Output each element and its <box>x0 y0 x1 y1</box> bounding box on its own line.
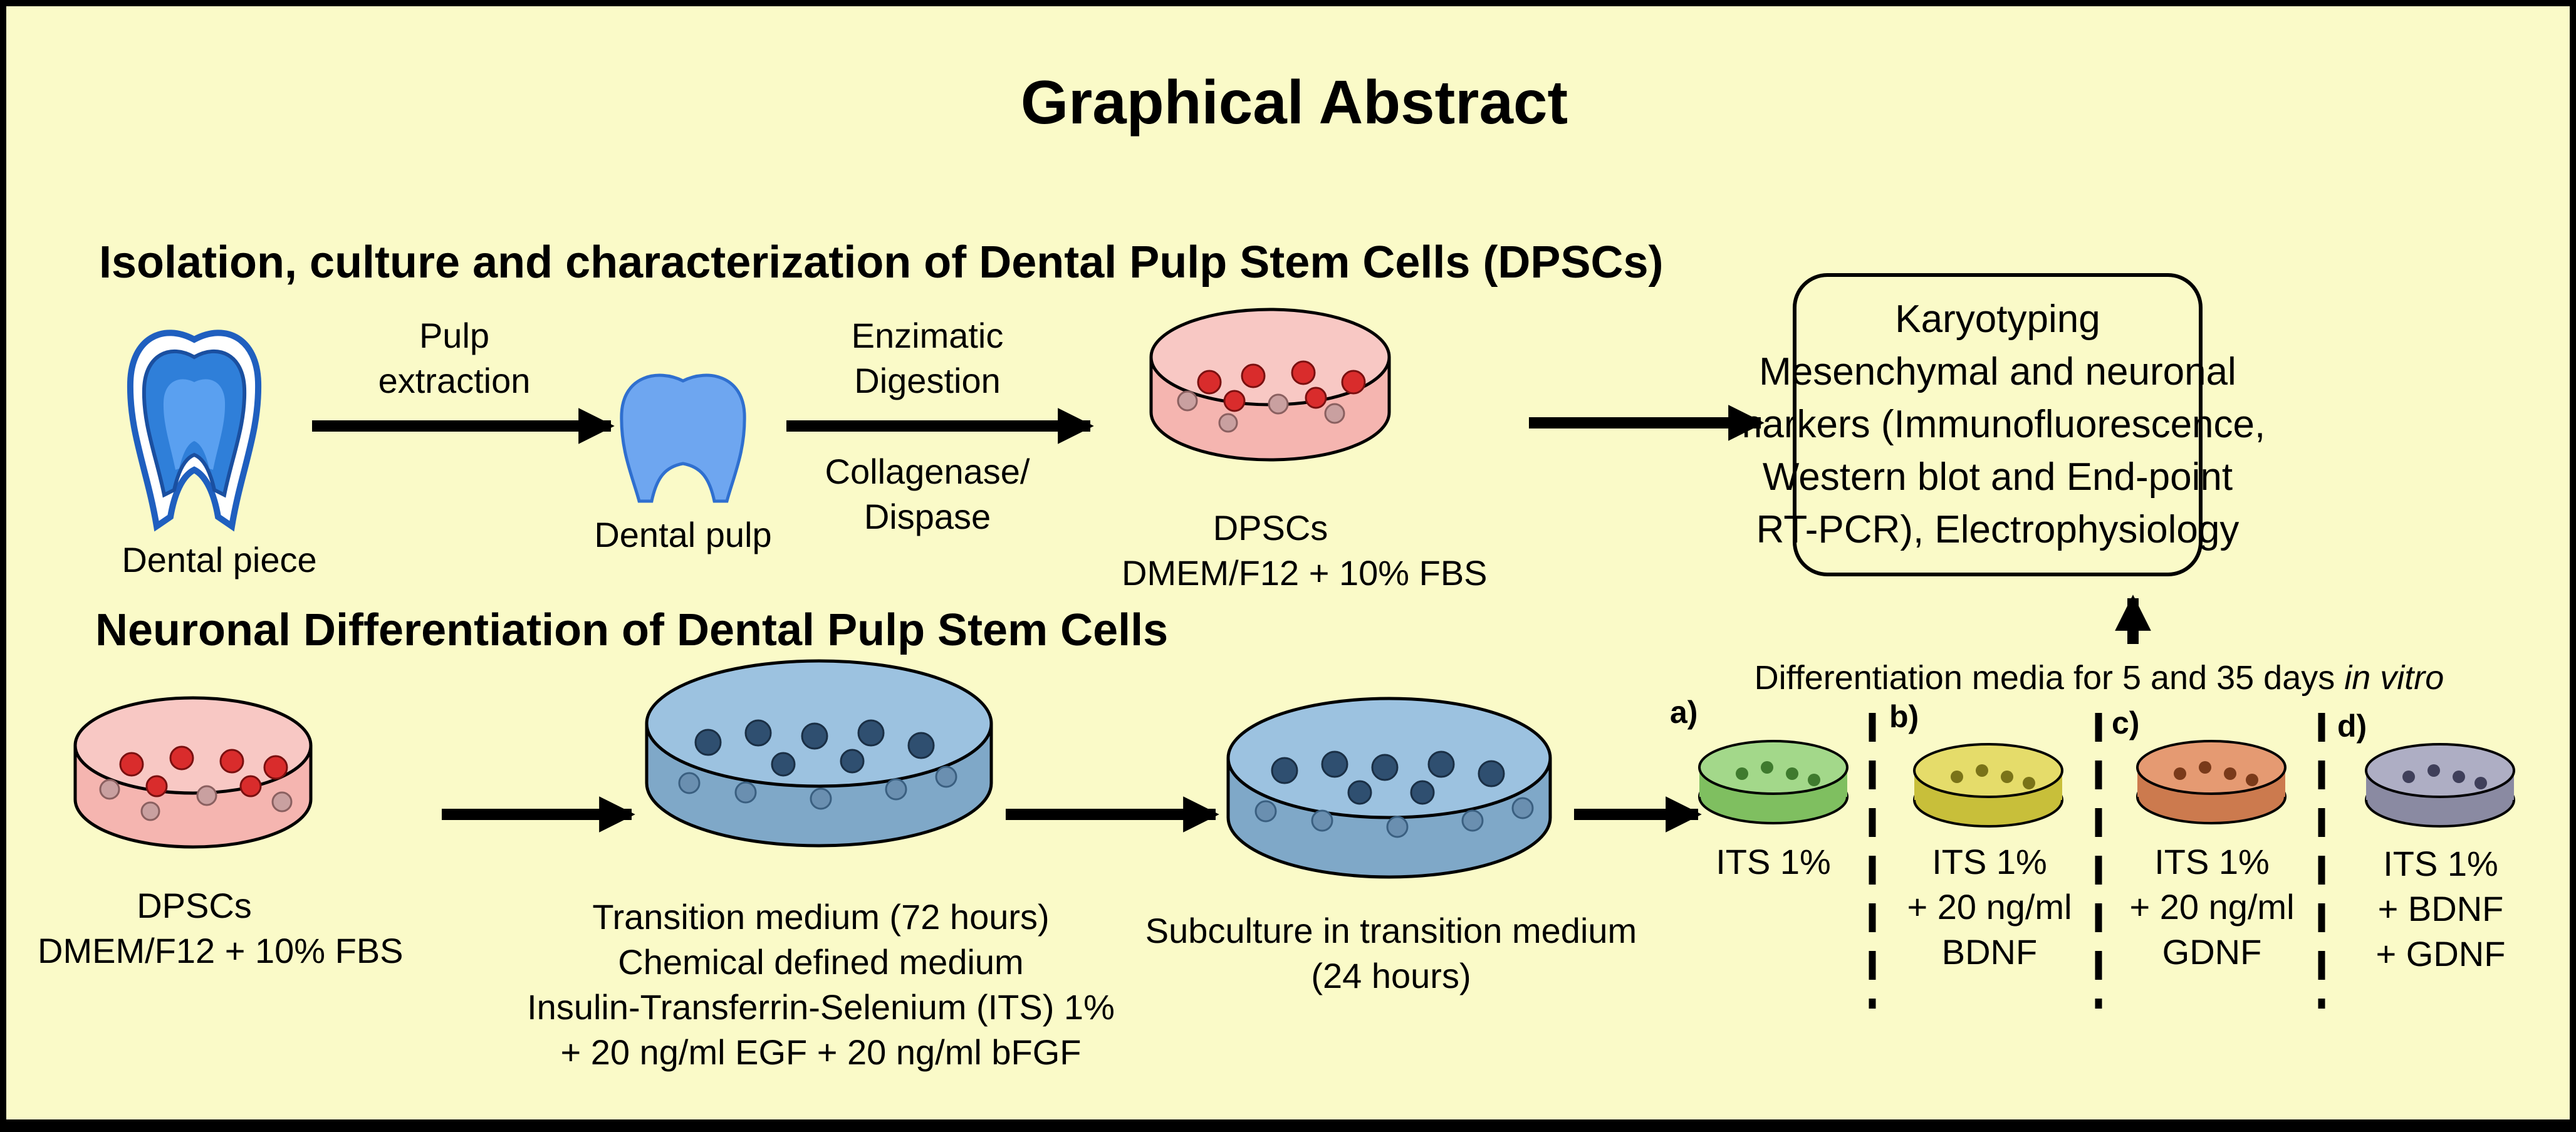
petri-dish-dpscs-bottom <box>73 696 313 849</box>
characterization-box: Karyotyping Mesenchymal and neuronal mar… <box>1730 273 2265 576</box>
diagram-graphics <box>73 308 2515 1009</box>
label-dental-pulp: Dental pulp <box>594 515 772 554</box>
media-dish-a <box>1698 740 1849 824</box>
characterization-line: markers (Immunofluorescence, <box>1729 403 2266 446</box>
label-transition-medium: Transition medium (72 hours) Chemical de… <box>527 897 1115 1072</box>
media-dish-d <box>2365 743 2515 828</box>
page-title: Graphical Abstract <box>1020 68 1568 137</box>
characterization-line: RT-PCR), Electrophysiology <box>1756 508 2240 551</box>
media-letter-b: b) <box>1889 699 1919 734</box>
label-dpscs-bottom: DPSCs DMEM/F12 + 10% FBS <box>38 886 404 970</box>
characterization-line: Mesenchymal and neuronal <box>1759 350 2236 393</box>
media-dish-b <box>1913 743 2063 828</box>
media-label-d: ITS 1% + BDNF + GDNF <box>2375 844 2506 974</box>
label-differentiation-media: Differentiation media for 5 and 35 days … <box>1754 659 2444 697</box>
media-letter-c: c) <box>2112 705 2140 740</box>
tooth-icon <box>127 330 262 532</box>
media-label-b: ITS 1% + 20 ng/ml BDNF <box>1907 842 2072 972</box>
media-label-c: ITS 1% + 20 ng/ml GDNF <box>2129 842 2295 972</box>
characterization-line: Western blot and End-point <box>1762 455 2233 499</box>
dental-pulp-icon <box>620 373 746 503</box>
media-dish-c <box>2136 740 2287 824</box>
media-letter-d: d) <box>2337 709 2367 744</box>
label-enzymatic-digestion: Enzimatic Digestion <box>851 316 1004 400</box>
petri-dish-transition <box>645 659 993 848</box>
section-heading-differentiation: Neuronal Differentiation of Dental Pulp … <box>95 605 1169 655</box>
petri-dish-subculture <box>1226 697 1552 879</box>
label-pulp-extraction: Pulp extraction <box>378 316 531 400</box>
label-dental-piece: Dental piece <box>122 540 317 579</box>
label-collagenase-dispase: Collagenase/ Dispase <box>825 452 1030 536</box>
characterization-line: Karyotyping <box>1895 298 2100 341</box>
media-label-a: ITS 1% <box>1716 842 1831 881</box>
petri-dish-dpscs-top <box>1149 308 1391 462</box>
label-dpscs-top: DPSCs DMEM/F12 + 10% FBS <box>1122 508 1488 593</box>
section-heading-isolation: Isolation, culture and characterization … <box>99 237 1664 288</box>
label-subculture: Subculture in transition medium (24 hour… <box>1145 911 1637 995</box>
media-letter-a: a) <box>1670 695 1698 730</box>
